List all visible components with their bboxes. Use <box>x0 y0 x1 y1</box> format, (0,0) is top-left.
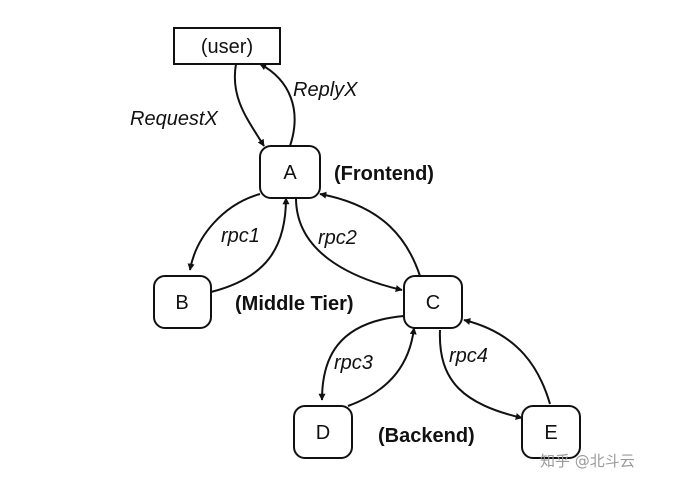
node-d-label: D <box>316 422 330 444</box>
rpc1-label: rpc1 <box>221 225 260 247</box>
rpc4-label: rpc4 <box>449 345 488 367</box>
edge-request-user-to-a <box>233 63 265 147</box>
node-user: (user) <box>173 27 281 65</box>
frontend-tier-label: (Frontend) <box>334 163 434 185</box>
node-e-label: E <box>544 422 557 444</box>
edge-rpc1-a-to-b <box>187 193 261 271</box>
edge-rpc2-c-to-a <box>319 191 421 277</box>
request-label: RequestX <box>130 108 218 130</box>
edge-rpc3-c-to-d <box>318 315 405 401</box>
edge-rpc4-c-to-e <box>438 329 523 420</box>
node-d: D <box>293 405 353 459</box>
node-b: B <box>153 275 212 329</box>
backend-tier-label: (Backend) <box>378 425 475 447</box>
node-e: E <box>521 405 581 459</box>
rpc2-label: rpc2 <box>318 227 357 249</box>
node-user-label: (user) <box>201 36 253 58</box>
node-a-label: A <box>283 162 297 184</box>
watermark-text: 知乎 @北斗云 <box>540 452 635 470</box>
edge-reply-a-to-user <box>259 63 296 147</box>
rpc3-label: rpc3 <box>334 352 373 374</box>
node-c: C <box>403 275 463 329</box>
edge-rpc4-e-to-c <box>463 318 551 405</box>
edge-rpc3-d-to-c <box>347 327 417 407</box>
node-b-label: B <box>175 292 188 314</box>
reply-label: ReplyX <box>293 79 358 101</box>
node-c-label: C <box>426 292 440 314</box>
middle-tier-label: (Middle Tier) <box>235 293 354 315</box>
node-a: A <box>259 145 321 199</box>
edge-rpc1-b-to-a <box>210 197 290 293</box>
edge-rpc2-a-to-c <box>295 197 403 292</box>
